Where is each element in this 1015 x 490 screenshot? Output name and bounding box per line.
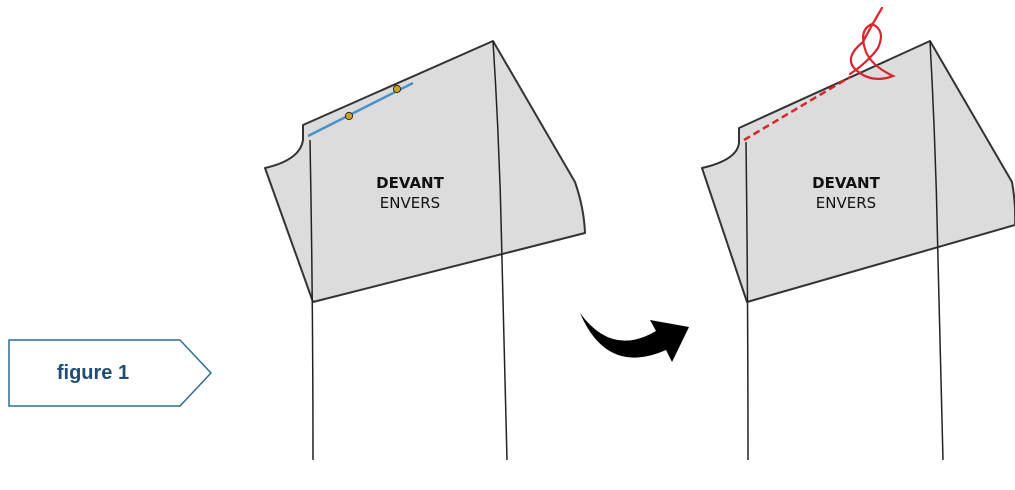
piece-title-left: DEVANT — [376, 174, 444, 192]
side-line-left-b — [492, 40, 508, 461]
piece-title-right: DEVANT — [812, 174, 880, 192]
curved-arrow-icon — [580, 313, 689, 362]
side-line-right-a — [745, 141, 749, 461]
stitched-seam-line — [743, 75, 851, 142]
pin-icon — [344, 84, 402, 121]
front-piece-left: DEVANT ENVERS — [264, 40, 586, 461]
thread-loop-icon — [848, 6, 896, 81]
piece-subtitle-right: ENVERS — [816, 194, 876, 212]
fabric-panel-right — [701, 40, 1015, 303]
piece-subtitle-left: ENVERS — [380, 194, 440, 212]
fabric-panel-left — [264, 40, 586, 303]
side-line-right-b — [929, 40, 944, 461]
side-line-left-a — [309, 139, 314, 461]
figure-label: figure 1 — [56, 361, 130, 384]
front-piece-right: DEVANT ENVERS — [701, 6, 1015, 461]
figure-tag-shape — [8, 339, 213, 407]
